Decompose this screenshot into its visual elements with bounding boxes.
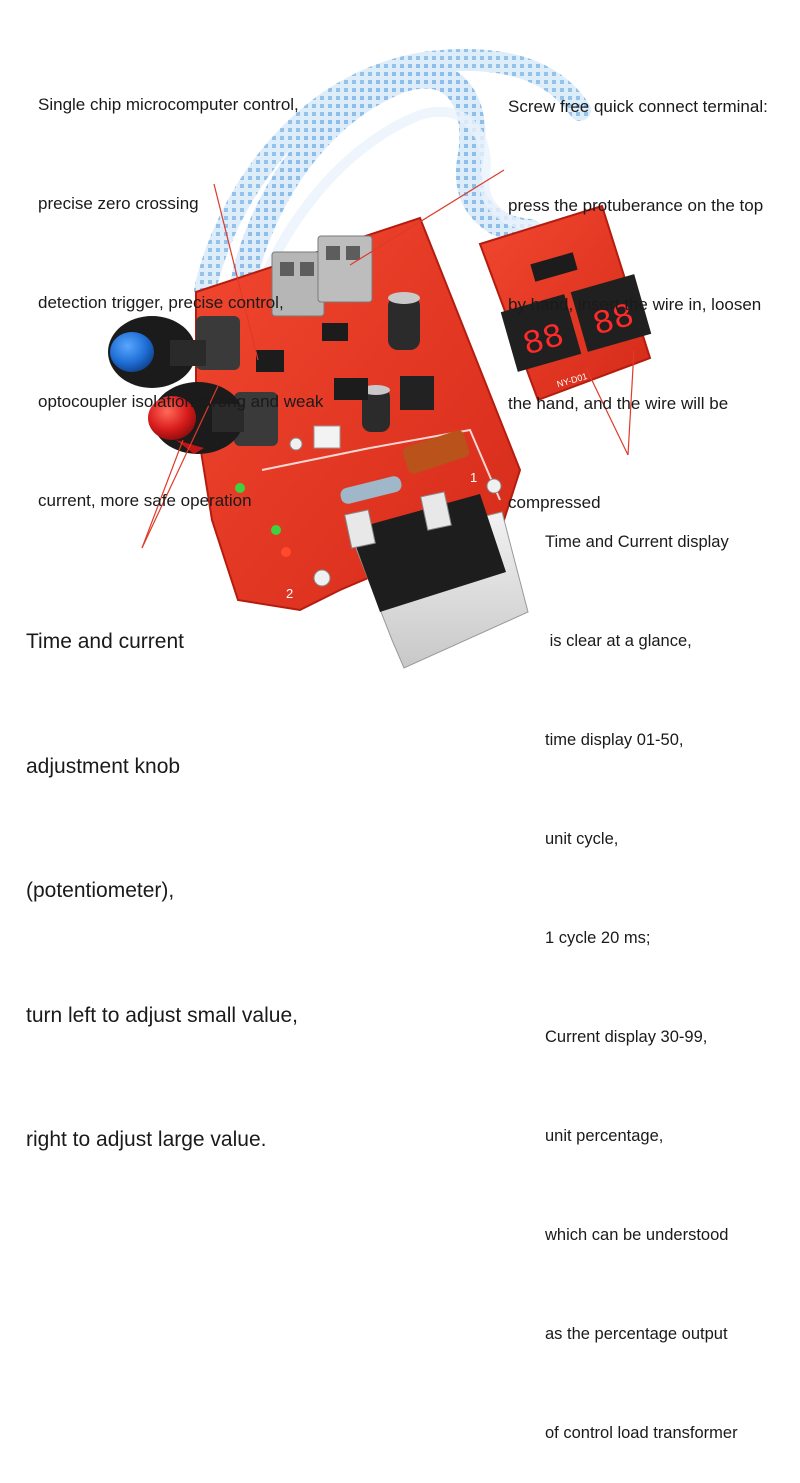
potentiometer bbox=[196, 316, 278, 446]
annotation-lines bbox=[141, 169, 635, 549]
led-green bbox=[235, 483, 245, 493]
film-capacitor bbox=[402, 430, 470, 474]
terminal-annotation: Screw free quick connect terminal: press… bbox=[508, 97, 768, 512]
knob-annotation: Time and current adjustment knob (potent… bbox=[26, 630, 298, 1151]
time-display: 88 bbox=[500, 294, 582, 372]
ic-chip bbox=[256, 350, 284, 372]
current-display: 88 bbox=[570, 274, 652, 352]
display-annotation: Time and Current display is clear at a g… bbox=[545, 533, 738, 1442]
marker-1: 1 bbox=[470, 470, 477, 485]
thyristor-module bbox=[344, 491, 529, 669]
ribbon-cable bbox=[194, 48, 591, 313]
regulator bbox=[400, 376, 434, 410]
resistor bbox=[340, 476, 402, 504]
marker-2: 2 bbox=[286, 586, 293, 601]
led-green bbox=[271, 525, 281, 535]
blue-knob bbox=[108, 316, 206, 388]
optocoupler bbox=[313, 425, 341, 449]
red-knob bbox=[148, 382, 244, 454]
led-red bbox=[281, 547, 291, 557]
ic-chip bbox=[322, 323, 348, 341]
product-photo: 2 1 88 88 NY-D01 bbox=[108, 48, 652, 669]
capacitor bbox=[362, 292, 420, 432]
ic-chip bbox=[334, 378, 368, 400]
microcontroller-annotation: Single chip microcomputer control, preci… bbox=[38, 95, 324, 510]
quick-connect-terminal bbox=[271, 235, 373, 317]
display-board: 88 88 NY-D01 bbox=[478, 204, 652, 402]
